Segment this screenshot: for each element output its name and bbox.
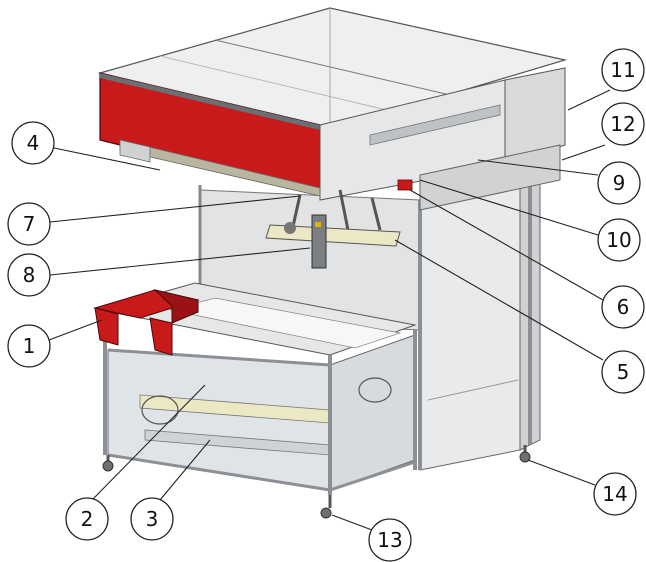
front-rail-block <box>119 139 151 163</box>
roll-end-right <box>358 377 392 403</box>
leader-11 <box>567 89 611 111</box>
carriage-roller <box>284 222 296 234</box>
leader-5 <box>394 239 604 361</box>
leader-7 <box>49 195 301 223</box>
leader-13 <box>331 514 373 531</box>
callout-7-number: 7 <box>23 212 36 236</box>
caster-front-right <box>320 495 332 519</box>
red-feeder-side <box>153 289 199 324</box>
callout-10-number: 10 <box>606 228 631 252</box>
carriage-belt <box>265 224 401 247</box>
red-feeder-front-left <box>94 307 119 346</box>
head-housing-end <box>504 67 566 166</box>
leader-1 <box>48 319 103 341</box>
callout-3-number: 3 <box>146 507 159 531</box>
top-cover-seam-3 <box>159 55 396 113</box>
callout-5-number: 5 <box>617 360 630 384</box>
caster-front-left <box>102 455 114 472</box>
vertical-head <box>311 214 327 269</box>
callout-1-number: 1 <box>23 334 36 358</box>
head-housing-slot <box>369 104 501 146</box>
callout-12: 12 <box>601 102 645 146</box>
callout-4-number: 4 <box>27 131 40 155</box>
callout-13: 13 <box>368 518 412 562</box>
callout-1: 1 <box>7 324 51 368</box>
leader-3 <box>159 439 211 501</box>
roll-end-left <box>141 395 179 425</box>
callout-8-number: 8 <box>23 263 36 287</box>
callout-14: 14 <box>593 472 637 516</box>
callout-13-number: 13 <box>377 528 402 552</box>
callout-11-number: 11 <box>610 58 635 82</box>
callout-2: 2 <box>65 497 109 541</box>
callout-5: 5 <box>601 350 645 394</box>
leader-12 <box>561 144 606 161</box>
callout-11: 11 <box>601 48 645 92</box>
red-indicator <box>397 179 413 191</box>
red-panel-frame-top <box>100 73 320 130</box>
lower-rail-bottom <box>107 453 331 492</box>
leader-9 <box>477 159 599 176</box>
top-cover-seam-1 <box>214 39 451 96</box>
red-feeder-front-right <box>149 317 173 356</box>
callout-14-number: 14 <box>602 482 627 506</box>
caster-back-right <box>519 445 531 463</box>
callout-3: 3 <box>130 497 174 541</box>
leader-2 <box>91 384 206 501</box>
head-housing-lower <box>419 144 561 211</box>
callout-4: 4 <box>11 121 55 165</box>
machine-illustration <box>93 7 568 519</box>
callout-7: 7 <box>7 202 51 246</box>
carriage-strut-far <box>370 197 382 231</box>
callout-8: 8 <box>7 253 51 297</box>
lower-rail-top <box>107 348 331 367</box>
head-marker <box>315 222 321 227</box>
callout-12-number: 12 <box>610 112 635 136</box>
callout-2-number: 2 <box>81 507 94 531</box>
right-cabinet-front <box>419 174 521 471</box>
leader-8 <box>49 247 311 276</box>
leader-10 <box>419 179 599 236</box>
callout-9-number: 9 <box>613 171 626 195</box>
table-top-white <box>169 297 402 349</box>
callout-10: 10 <box>597 218 641 262</box>
leader-6 <box>409 189 604 301</box>
right-cabinet-seam <box>427 379 519 401</box>
leader-14 <box>527 459 596 486</box>
callout-9: 9 <box>597 161 641 205</box>
leader-lines <box>48 89 611 531</box>
leader-4 <box>53 147 161 171</box>
callout-6: 6 <box>601 285 645 329</box>
lower-rail-side <box>329 460 416 492</box>
callout-6-number: 6 <box>617 295 630 319</box>
